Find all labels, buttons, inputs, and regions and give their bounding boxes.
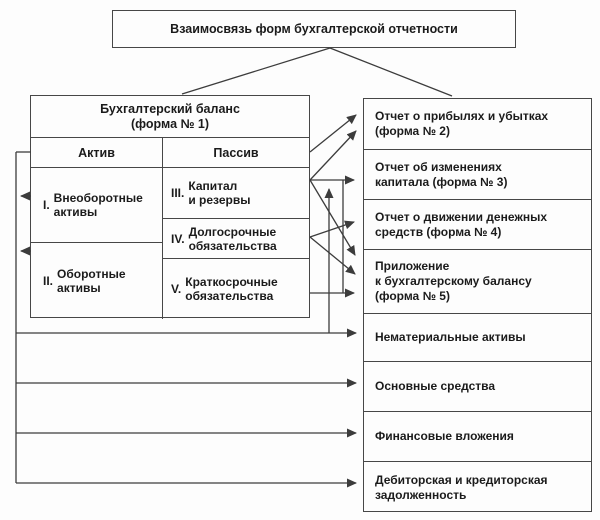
- item-numeral: I.: [43, 198, 50, 212]
- edge-title-to-reports: [329, 47, 453, 97]
- report-box-intangible-assets: Нематериальные активы: [364, 313, 591, 361]
- edge-capital-to-form5: [309, 179, 356, 256]
- item-label: Краткосрочные обязательства: [185, 275, 278, 303]
- balance-title-line2: (форма № 1): [130, 116, 210, 131]
- item-label: Капитал и резервы: [188, 179, 251, 207]
- edge-liabilities-to-form2: [309, 114, 357, 153]
- balance-table: Бухгалтерский баланс (форма № 1) Актив I…: [30, 95, 310, 319]
- liability-cell-capital: III. Капитал и резервы: [163, 168, 309, 219]
- report-line: Отчет о прибылях и убытках: [375, 109, 549, 123]
- report-box-form5: Приложение к бухгалтерскому балансу (фор…: [364, 249, 591, 313]
- report-box-fixed-assets: Основные средства: [364, 361, 591, 411]
- column-header-assets: Актив: [31, 138, 162, 168]
- item-numeral: V.: [171, 282, 182, 296]
- report-line: задолженность: [375, 487, 467, 502]
- edge-longterm-to-form4: [309, 220, 355, 238]
- edge-title-to-balance: [181, 47, 331, 95]
- liability-cell-longterm: IV. Долгосрочные обязательства: [163, 219, 309, 259]
- item-label: Внеоборотные активы: [53, 191, 143, 219]
- report-line: (форма № 5): [375, 289, 450, 303]
- report-box-form2: Отчет о прибылях и убытках (форма № 2): [364, 99, 591, 149]
- report-line: Дебиторская и кредиторская: [375, 472, 548, 487]
- reports-column: Отчет о прибылях и убытках (форма № 2) О…: [363, 98, 592, 512]
- diagram-title: Взаимосвязь форм бухгалтерской отчетност…: [170, 22, 458, 36]
- report-line: к бухгалтерскому балансу: [375, 274, 532, 288]
- report-line: средств (форма № 4): [375, 224, 502, 239]
- report-line: Основные средства: [375, 379, 496, 393]
- item-label: Оборотные активы: [57, 267, 126, 295]
- report-line: Отчет о движении денежных: [375, 209, 548, 224]
- balance-title-line1: Бухгалтерский баланс: [100, 101, 240, 116]
- assets-column: Актив I. Внеоборотные активы II. Оборотн…: [31, 138, 163, 319]
- report-line: капитала (форма № 3): [375, 174, 508, 189]
- item-label: Долгосрочные обязательства: [188, 224, 277, 253]
- report-line: Нематериальные активы: [375, 330, 526, 344]
- asset-cell-noncurrent: I. Внеоборотные активы: [31, 168, 162, 243]
- report-box-receivables-payables: Дебиторская и кредиторская задолженность: [364, 461, 591, 513]
- edge-longterm-to-form5: [309, 236, 356, 275]
- liability-cell-shortterm: V. Краткосрочные обязательства: [163, 259, 309, 319]
- title-box: Взаимосвязь форм бухгалтерской отчетност…: [112, 10, 516, 48]
- balance-header: Бухгалтерский баланс (форма № 1): [31, 96, 309, 138]
- item-numeral: III.: [171, 186, 185, 200]
- balance-columns: Актив I. Внеоборотные активы II. Оборотн…: [31, 138, 309, 319]
- report-line: (форма № 2): [375, 124, 450, 138]
- edge-capital-to-form2: [309, 130, 357, 181]
- item-numeral: II.: [43, 274, 54, 288]
- report-box-financial-investments: Финансовые вложения: [364, 411, 591, 461]
- column-header-liabilities: Пассив: [163, 138, 309, 168]
- item-numeral: IV.: [171, 231, 185, 246]
- report-line: Отчет об изменениях: [375, 159, 502, 174]
- report-box-form4: Отчет о движении денежных средств (форма…: [364, 199, 591, 249]
- report-line: Финансовые вложения: [375, 429, 514, 443]
- liabilities-column: Пассив III. Капитал и резервы IV. Долгос…: [163, 138, 309, 319]
- asset-cell-current: II. Оборотные активы: [31, 243, 162, 319]
- report-line: Приложение: [375, 259, 450, 273]
- report-box-form3: Отчет об изменениях капитала (форма № 3): [364, 149, 591, 199]
